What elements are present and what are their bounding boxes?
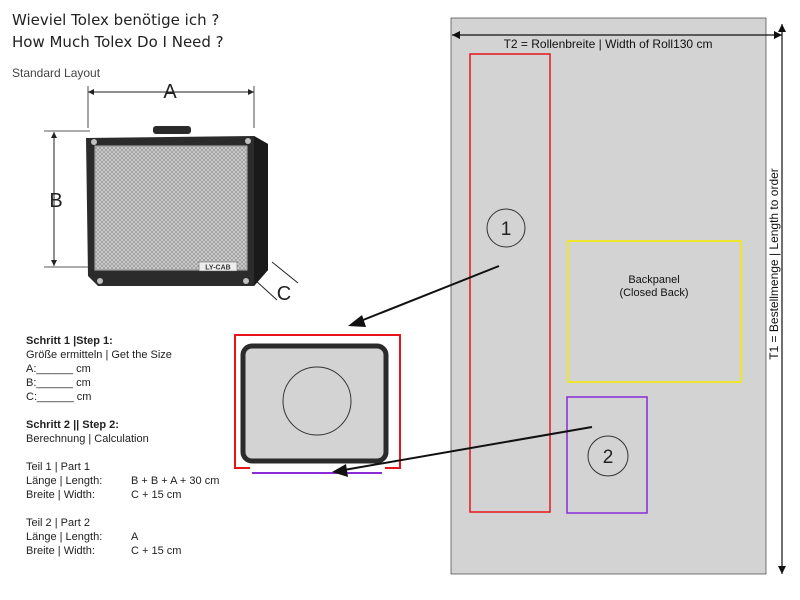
piece-2-number: 2 bbox=[603, 447, 614, 468]
amp-cabinet-illustration: LY-CAB bbox=[86, 126, 268, 286]
subtitle: Standard Layout bbox=[12, 66, 101, 80]
part-1-width-value: C + 15 cm bbox=[131, 489, 182, 501]
step-2-block: Schritt 2 || Step 2: Berechnung | Calcul… bbox=[26, 418, 149, 446]
part-1-block: Teil 1 | Part 1 Länge | Length: B + B + … bbox=[26, 460, 219, 502]
piece-1-number: 1 bbox=[501, 219, 512, 240]
dimension-a-label: A bbox=[163, 81, 177, 103]
dimension-a: A bbox=[87, 81, 255, 128]
piece-2-cut-area bbox=[566, 396, 648, 514]
backpanel-sublabel: (Closed Back) bbox=[619, 287, 688, 299]
title-german: Wieviel Tolex benötige ich ? bbox=[12, 11, 220, 29]
part-2-length-value: A bbox=[131, 531, 139, 543]
amp-badge: LY-CAB bbox=[205, 265, 230, 272]
dimension-c-label: C bbox=[277, 283, 291, 305]
part-1-length-value: B + B + A + 30 cm bbox=[131, 475, 220, 487]
step-2-heading: Schritt 2 || Step 2: bbox=[26, 419, 119, 431]
step-1-b-line: B:______ cm bbox=[26, 377, 91, 389]
title-english: How Much Tolex Do I Need ? bbox=[12, 33, 224, 51]
cabinet-front-frame bbox=[240, 343, 389, 464]
arrow-piece-2 bbox=[343, 426, 593, 471]
part-2-length-label: Länge | Length: bbox=[26, 531, 103, 543]
part-1-title: Teil 1 | Part 1 bbox=[26, 461, 90, 473]
step-1-block: Schritt 1 |Step 1: Größe ermitteln | Get… bbox=[26, 334, 172, 404]
piece-1-wrap-outline bbox=[234, 334, 401, 469]
step-1-c-line: C:______ cm bbox=[26, 391, 92, 403]
step-2-description: Berechnung | Calculation bbox=[26, 433, 149, 445]
roll-length-label: T1 = Bestellmenge | Length to order bbox=[767, 168, 781, 360]
step-1-heading: Schritt 1 |Step 1: bbox=[26, 335, 113, 347]
dimension-b-label: B bbox=[49, 190, 62, 212]
part-2-block: Teil 2 | Part 2 Länge | Length: A Breite… bbox=[26, 516, 181, 558]
dimension-c: C bbox=[254, 261, 299, 305]
part-2-width-label: Breite | Width: bbox=[26, 545, 95, 557]
mapping-arrows bbox=[332, 265, 593, 477]
arrow-piece-1 bbox=[357, 265, 500, 323]
part-1-length-label: Länge | Length: bbox=[26, 475, 103, 487]
step-1-a-line: A:______ cm bbox=[26, 363, 91, 375]
part-2-title: Teil 2 | Part 2 bbox=[26, 517, 90, 529]
speaker-circle bbox=[282, 366, 352, 436]
roll-width-label: T2 = Rollenbreite | Width of Roll130 cm bbox=[504, 37, 713, 51]
piece-1-cut-area bbox=[469, 53, 551, 513]
backpanel-label: Backpanel bbox=[628, 274, 679, 286]
backpanel-area bbox=[567, 240, 742, 383]
tolex-roll: T2 = Rollenbreite | Width of Roll130 cm … bbox=[450, 17, 786, 575]
part-2-width-value: C + 15 cm bbox=[131, 545, 182, 557]
part-1-width-label: Breite | Width: bbox=[26, 489, 95, 501]
cabinet-section-diagram bbox=[234, 334, 401, 474]
step-1-description: Größe ermitteln | Get the Size bbox=[26, 349, 172, 361]
roll-area bbox=[450, 17, 767, 575]
